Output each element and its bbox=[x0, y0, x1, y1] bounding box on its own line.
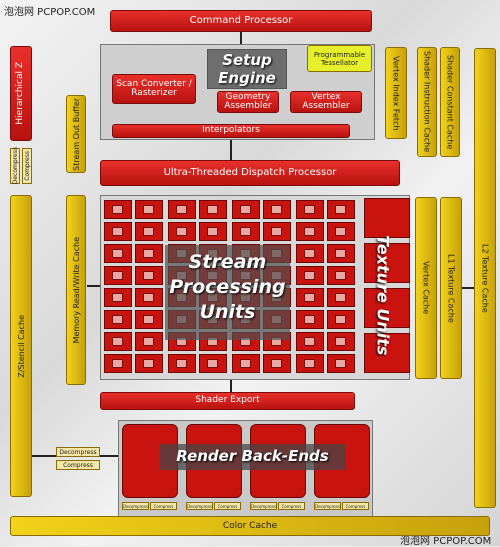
arrow-interp bbox=[230, 140, 232, 160]
zstencil-cache: Z/Stencil Cache bbox=[10, 195, 32, 497]
stream-core-cell bbox=[335, 359, 346, 368]
arrow-rbe bbox=[100, 455, 118, 457]
texture-unit-block bbox=[364, 333, 410, 373]
stream-core-cell bbox=[304, 359, 315, 368]
stream-core-cell bbox=[240, 227, 251, 236]
stream-core-cell bbox=[335, 205, 346, 214]
stream-core-cell bbox=[143, 359, 154, 368]
arrow-export bbox=[230, 380, 232, 392]
setup-engine-label: Setup Engine bbox=[218, 51, 276, 87]
memory-rw-cache: Memory Read/Write Cache bbox=[66, 195, 86, 385]
stream-core-cell bbox=[304, 315, 315, 324]
texture-unit-block bbox=[364, 198, 410, 238]
cc-compress: Compress bbox=[56, 460, 100, 470]
arrow-cc bbox=[32, 455, 56, 457]
watermark-top: 泡泡网 PCPOP.COM bbox=[4, 7, 96, 18]
stream-core-cell bbox=[335, 227, 346, 236]
rbe-decompress: Decompress bbox=[250, 502, 277, 510]
rbe-decompress: Decompress bbox=[186, 502, 213, 510]
stream-core-cell bbox=[304, 293, 315, 302]
rbe-compress: Compress bbox=[150, 502, 177, 510]
stream-core-cell bbox=[304, 271, 315, 280]
hz-compress: Compress bbox=[22, 148, 32, 184]
stream-core-cell bbox=[304, 249, 315, 258]
arrow-l2 bbox=[462, 287, 474, 289]
spu-label-box bbox=[165, 245, 290, 340]
rbe-label-box bbox=[160, 444, 345, 470]
stream-core-cell bbox=[271, 227, 282, 236]
setup-engine-box bbox=[207, 49, 287, 89]
l1-texture-cache: L1 Texture Cache bbox=[440, 197, 462, 379]
stream-core-cell bbox=[112, 293, 123, 302]
hierarchical-z: Hierarchical Z bbox=[10, 46, 32, 141]
scan-converter: Scan Converter / Rasterizer bbox=[112, 74, 196, 104]
texture-unit-block bbox=[364, 243, 410, 283]
stream-core-cell bbox=[271, 205, 282, 214]
stream-core-cell bbox=[335, 271, 346, 280]
stream-core-cell bbox=[176, 359, 187, 368]
stream-core-cell bbox=[304, 337, 315, 346]
rbe-compress: Compress bbox=[214, 502, 241, 510]
stream-core-cell bbox=[112, 359, 123, 368]
shader-instruction-cache: Shader Instruction Cache bbox=[417, 47, 437, 157]
l2-texture-cache: L2 Texture Cache bbox=[474, 48, 496, 508]
rbe-decompress: Decompress bbox=[122, 502, 149, 510]
stream-core-cell bbox=[335, 337, 346, 346]
stream-core-cell bbox=[240, 359, 251, 368]
stream-core-cell bbox=[112, 315, 123, 324]
rbe-compress: Compress bbox=[342, 502, 369, 510]
stream-core-cell bbox=[112, 227, 123, 236]
programmable-tessellator: Programmable Tessellator bbox=[307, 45, 372, 72]
texture-unit-block bbox=[364, 288, 410, 328]
stream-core-cell bbox=[143, 205, 154, 214]
stream-core-cell bbox=[335, 249, 346, 258]
interpolators: Interpolators bbox=[112, 124, 350, 138]
stream-core-cell bbox=[176, 205, 187, 214]
stream-core-cell bbox=[335, 315, 346, 324]
stream-core-cell bbox=[335, 293, 346, 302]
stream-core-cell bbox=[304, 205, 315, 214]
rbe-decompress: Decompress bbox=[314, 502, 341, 510]
stream-core-cell bbox=[207, 227, 218, 236]
arrow-mem bbox=[87, 285, 100, 287]
stream-core-cell bbox=[143, 315, 154, 324]
vertex-index-fetch: Vertex Index Fetch bbox=[385, 47, 407, 139]
hz-decompress: Decompress bbox=[10, 147, 20, 185]
stream-core-cell bbox=[143, 249, 154, 258]
rbe-compress: Compress bbox=[278, 502, 305, 510]
stream-core-cell bbox=[143, 293, 154, 302]
shader-export: Shader Export bbox=[100, 392, 355, 410]
ultra-threaded-dispatch: Ultra-Threaded Dispatch Processor bbox=[100, 160, 400, 186]
stream-core-cell bbox=[271, 359, 282, 368]
vertex-assembler: Vertex Assembler bbox=[290, 91, 362, 113]
cc-decompress: Decompress bbox=[56, 447, 100, 457]
stream-core-cell bbox=[143, 227, 154, 236]
watermark-bottom: 泡泡网 PCPOP.COM bbox=[400, 536, 492, 547]
stream-core-cell bbox=[240, 205, 251, 214]
stream-core-cell bbox=[176, 227, 187, 236]
command-processor: Command Processor bbox=[110, 10, 372, 32]
stream-core-cell bbox=[304, 227, 315, 236]
stream-core-cell bbox=[112, 271, 123, 280]
stream-processing-units-label: Stream Processing Units bbox=[169, 251, 286, 323]
stream-core-cell bbox=[143, 337, 154, 346]
geometry-assembler: Geometry Assembler bbox=[217, 91, 279, 113]
vertex-cache: Vertex Cache bbox=[415, 197, 437, 379]
stream-core-cell bbox=[207, 205, 218, 214]
shader-constant-cache: Shader Constant Cache bbox=[440, 47, 460, 157]
arrow-cp bbox=[240, 32, 242, 44]
texture-units-label: Texture Units bbox=[373, 235, 393, 356]
render-back-ends-label: Render Back-Ends bbox=[176, 447, 329, 465]
stream-out-buffer: Stream Out Buffer bbox=[66, 95, 86, 173]
stream-core-cell bbox=[112, 337, 123, 346]
stream-core-cell bbox=[112, 205, 123, 214]
stream-core-cell bbox=[207, 359, 218, 368]
color-cache: Color Cache bbox=[10, 516, 490, 536]
stream-core-cell bbox=[143, 271, 154, 280]
stream-core-cell bbox=[112, 249, 123, 258]
